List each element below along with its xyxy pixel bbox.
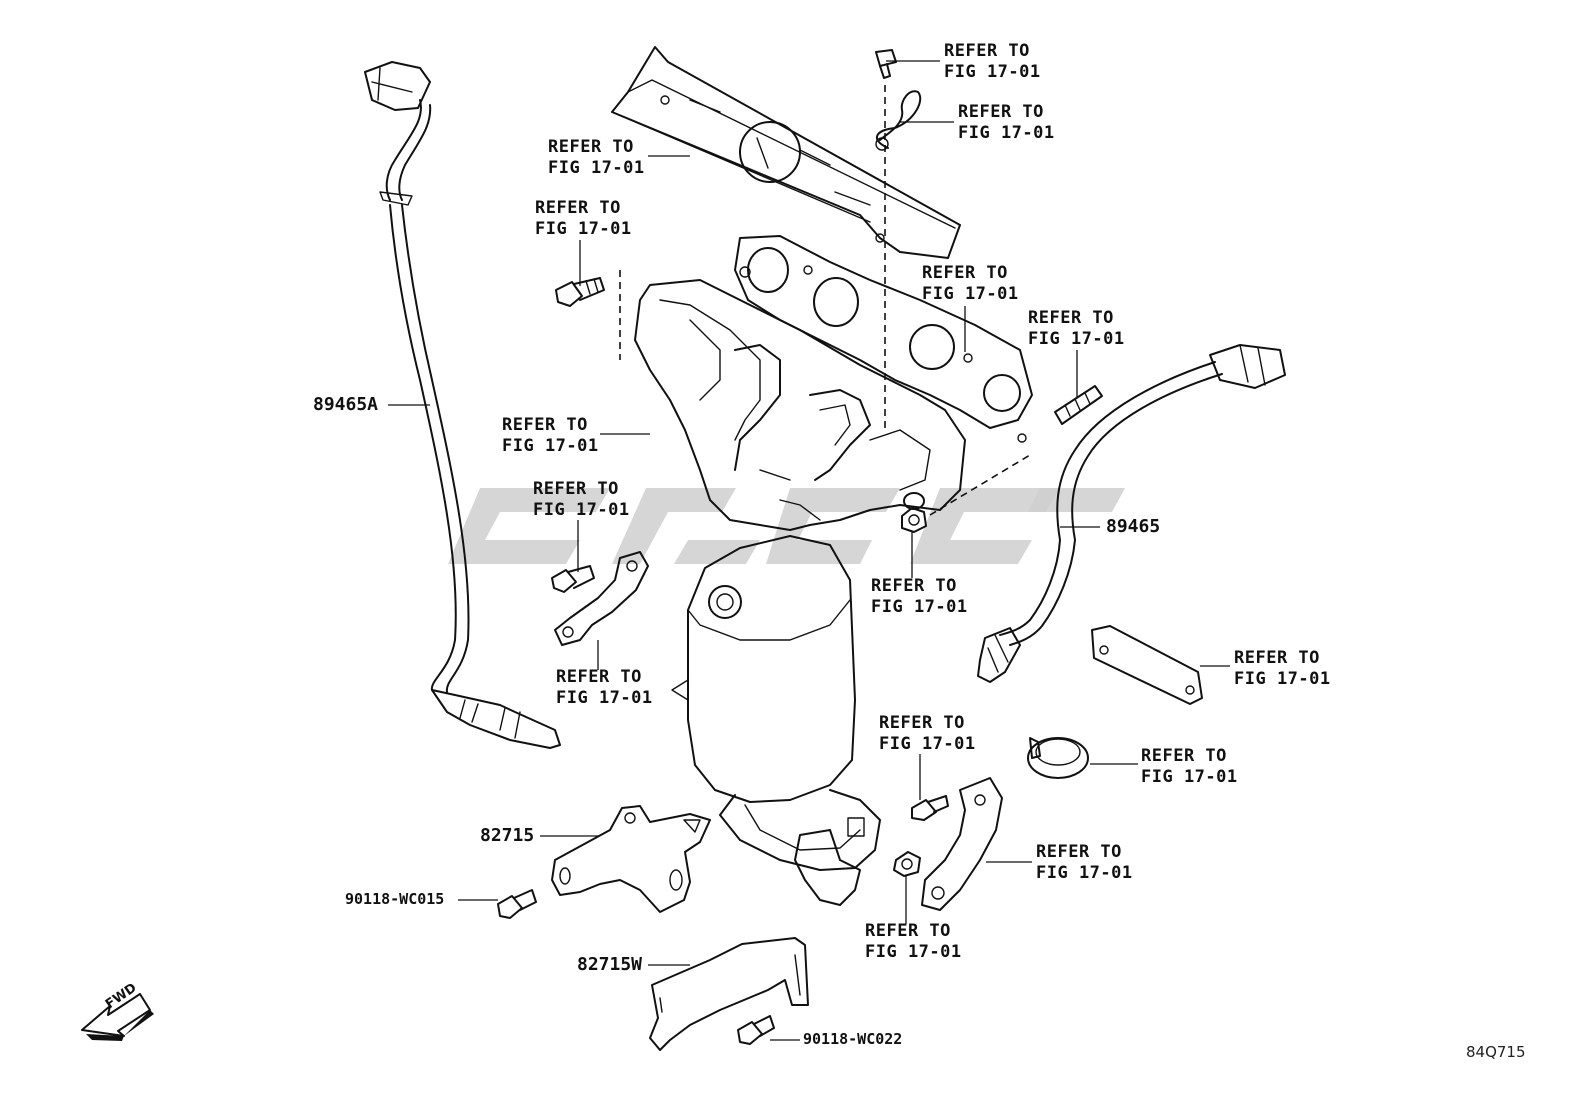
- callout-line1: REFER TO: [548, 137, 634, 157]
- callout-refer-nut-lower: REFER TO FIG 17-01: [865, 921, 962, 963]
- callout-line2: FIG 17-01: [1036, 863, 1133, 883]
- fwd-arrow-icon: [81, 993, 154, 1041]
- callout-refer-heat-plate: REFER TO FIG 17-01: [1234, 648, 1331, 690]
- top-bolt: [875, 49, 897, 79]
- callout-line1: REFER TO: [958, 102, 1044, 122]
- callout-line1: REFER TO: [1234, 648, 1320, 668]
- part-number-89465A: 89465A: [313, 394, 379, 415]
- callout-refer-bracket-small: REFER TO FIG 17-01: [556, 667, 653, 709]
- callout-line2: FIG 17-01: [879, 734, 976, 754]
- callout-line1: REFER TO: [535, 198, 621, 218]
- bracket-right: [921, 777, 1003, 911]
- callout-line2: FIG 17-01: [548, 158, 645, 178]
- callout-refer-clip: REFER TO FIG 17-01: [958, 102, 1055, 144]
- callout-line2: FIG 17-01: [922, 284, 1019, 304]
- callout-line2: FIG 17-01: [865, 942, 962, 962]
- exhaust-clamp: [1027, 737, 1089, 779]
- nut-mid: [901, 507, 927, 533]
- callout-refer-bracket-right: REFER TO FIG 17-01: [1036, 842, 1133, 884]
- callout-line1: REFER TO: [533, 479, 619, 499]
- callout-refer-insulator: REFER TO FIG 17-01: [548, 137, 645, 179]
- callout-refer-bolt-lower: REFER TO FIG 17-01: [879, 713, 976, 755]
- callout-refer-nut-mid: REFER TO FIG 17-01: [871, 576, 968, 618]
- part-number-90118-WC015: 90118-WC015: [345, 890, 445, 908]
- callout-line1: REFER TO: [1141, 746, 1227, 766]
- callout-line1: REFER TO: [944, 41, 1030, 61]
- oxygen-sensor-89465A: [364, 61, 561, 749]
- callout-line2: FIG 17-01: [1028, 329, 1125, 349]
- leader-lines: [388, 60, 1230, 1041]
- bolt-mid-left: [551, 565, 595, 593]
- callout-line2: FIG 17-01: [556, 688, 653, 708]
- bolt-lower-mid: [911, 795, 949, 821]
- figure-id: 84Q715: [1466, 1043, 1526, 1061]
- callout-line1: REFER TO: [556, 667, 642, 687]
- callout-line2: FIG 17-01: [958, 123, 1055, 143]
- heat-plate-right: [1091, 625, 1203, 705]
- callout-line1: REFER TO: [1028, 308, 1114, 328]
- callout-line2: FIG 17-01: [1234, 669, 1331, 689]
- callout-line1: REFER TO: [922, 263, 1008, 283]
- watermark-logo: [448, 488, 1125, 564]
- callout-refer-gasket: REFER TO FIG 17-01: [922, 263, 1019, 305]
- callout-line1: REFER TO: [871, 576, 957, 596]
- spring-clip: [875, 90, 922, 151]
- callout-line2: FIG 17-01: [1141, 767, 1238, 787]
- callout-line2: FIG 17-01: [502, 436, 599, 456]
- callout-line1: REFER TO: [502, 415, 588, 435]
- part-number-89465: 89465: [1106, 516, 1161, 537]
- callout-refer-top-bolt: REFER TO FIG 17-01: [944, 41, 1041, 83]
- callout-line1: REFER TO: [865, 921, 951, 941]
- callout-line1: REFER TO: [879, 713, 965, 733]
- bracket-small: [554, 551, 649, 646]
- dash-line-3: [929, 454, 1031, 516]
- stud-bolt: [1054, 385, 1103, 425]
- bolt-upper-left: [555, 277, 605, 307]
- part-number-82715: 82715: [480, 825, 535, 846]
- bolt-90118-WC022: [737, 1015, 775, 1045]
- callout-line2: FIG 17-01: [944, 62, 1041, 82]
- heat-insulator: [611, 46, 961, 259]
- exhaust-manifold: [634, 279, 966, 531]
- callout-refer-manifold: REFER TO FIG 17-01: [502, 415, 599, 457]
- callout-line2: FIG 17-01: [871, 597, 968, 617]
- part-number-90118-WC022: 90118-WC022: [803, 1030, 903, 1048]
- oxygen-sensor-89465: [977, 344, 1286, 683]
- bracket-82715: [551, 805, 711, 913]
- part-number-82715W: 82715W: [577, 954, 643, 975]
- nut-lower-mid: [893, 851, 921, 877]
- callout-refer-stud: REFER TO FIG 17-01: [1028, 308, 1125, 350]
- callout-line1: REFER TO: [1036, 842, 1122, 862]
- callout-refer-bolt-left: REFER TO FIG 17-01: [535, 198, 632, 240]
- callout-line2: FIG 17-01: [535, 219, 632, 239]
- bracket-82715W: [649, 937, 809, 1051]
- callout-refer-bolt-mid: REFER TO FIG 17-01: [533, 479, 630, 521]
- callout-refer-clamp: REFER TO FIG 17-01: [1141, 746, 1238, 788]
- catalytic-converter: [671, 535, 881, 906]
- bolt-90118-WC015: [497, 889, 537, 919]
- callout-line2: FIG 17-01: [533, 500, 630, 520]
